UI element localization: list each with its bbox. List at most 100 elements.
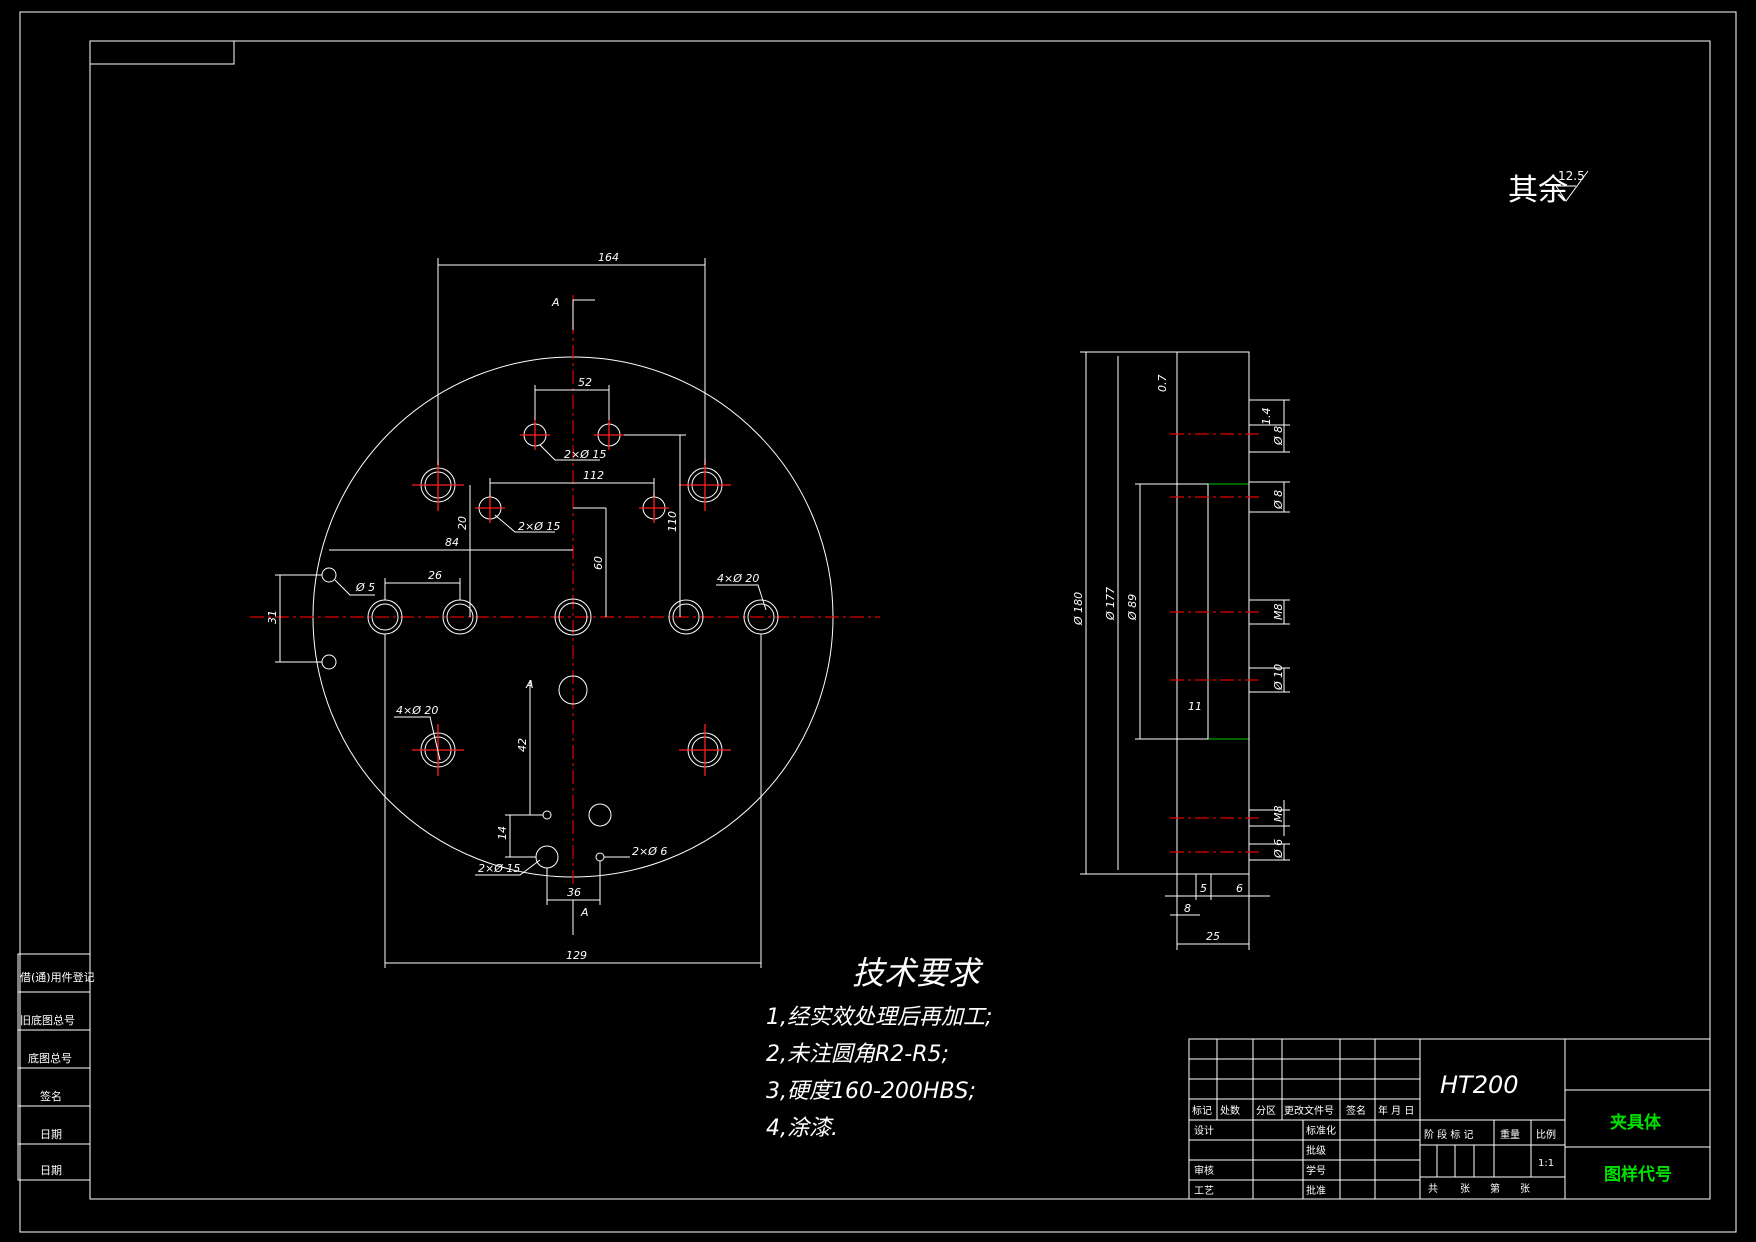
dim-8: 8 xyxy=(1184,902,1191,915)
tb-row-left: 审核 xyxy=(1194,1164,1214,1177)
scale: 1:1 xyxy=(1538,1158,1554,1169)
left-strip-row: 签名 xyxy=(40,1089,62,1103)
surface-finish-label: 其余 xyxy=(1508,173,1568,208)
left-strip-row: 底图总号 xyxy=(28,1051,72,1065)
tech-req-item: 1,经实效处理后再加工; xyxy=(766,1005,992,1030)
front-dimensions: 164 52 112 84 26 20 110 60 xyxy=(266,251,762,968)
front-callouts: 2×Ø 15 2×Ø 15 Ø 5 4×Ø 20 4×Ø 20 2×Ø 15 2… xyxy=(334,444,767,876)
dim-phi6: Ø 6 xyxy=(1272,839,1285,859)
small-hole xyxy=(321,654,337,670)
technical-requirements: 技术要求 1,经实效处理后再加工; 2,未注圆角R2-R5; 3,硬度160-2… xyxy=(766,954,992,1141)
hole-group-2x15-mid xyxy=(475,493,669,523)
dim-20: 20 xyxy=(456,516,469,530)
dim-14: 1.4 xyxy=(1260,408,1273,426)
outer-border xyxy=(19,11,1737,1233)
tech-req-item: 2,未注圆角R2-R5; xyxy=(766,1042,949,1067)
sheet-label: 张 xyxy=(1520,1183,1530,1195)
callout-2x6: 2×Ø 6 xyxy=(632,845,667,858)
inner-border xyxy=(89,40,1711,1200)
tech-req-item: 4,涂漆. xyxy=(766,1116,838,1141)
sheet-label: 共 xyxy=(1428,1183,1438,1195)
tb-row-left: 设计 xyxy=(1194,1124,1214,1137)
tb-row-mid: 标准化 xyxy=(1306,1124,1336,1137)
left-strip: 借(通)用件登记 旧底图总号 底图总号 签名 日期 日期 xyxy=(17,953,95,1181)
tb-header: 签名 xyxy=(1346,1104,1366,1117)
dim-phi8-a: Ø 8 xyxy=(1272,426,1285,446)
tb-row-mid: 学号 xyxy=(1306,1164,1326,1177)
side-right-dims: 1.4 Ø 8 Ø 8 M8 Ø 10 M8 Ø 6 0.7 xyxy=(1156,375,1290,861)
bottom-small-hole xyxy=(595,852,605,862)
tb-header: 处数 xyxy=(1220,1104,1240,1117)
tb-row-mid: 批准 xyxy=(1306,1184,1326,1197)
section-hatch-bottom xyxy=(1176,738,1250,875)
bottom-hole xyxy=(535,845,559,869)
dim-phi10: Ø 10 xyxy=(1272,664,1285,691)
section-mark-side: A xyxy=(525,678,534,691)
dim-164: 164 xyxy=(598,251,619,264)
section-mark: A xyxy=(580,906,589,919)
small-hole xyxy=(321,567,337,583)
corner-box xyxy=(89,40,235,65)
dim-phi89: Ø 89 xyxy=(1126,594,1139,621)
dim-112: 112 xyxy=(583,469,604,482)
tb-header: 标记 xyxy=(1192,1105,1212,1117)
dim-36: 36 xyxy=(567,886,581,899)
callout-2x15-bottom: 2×Ø 15 xyxy=(478,862,520,875)
tb-row-mid: 批级 xyxy=(1306,1144,1326,1157)
dim-84: 84 xyxy=(445,536,459,549)
bottom-small-hole xyxy=(542,810,552,820)
tb-stage-header: 重量 xyxy=(1500,1128,1520,1141)
surface-finish-note: 其余 12.5 xyxy=(1508,169,1589,208)
callout-o5: Ø 5 xyxy=(355,581,375,594)
roughness-symbol xyxy=(1555,170,1589,202)
dim-110: 110 xyxy=(666,511,679,532)
callout-4x20-right: 4×Ø 20 xyxy=(717,572,759,585)
dim-07: 0.7 xyxy=(1156,375,1169,393)
callout-2x15-top: 2×Ø 15 xyxy=(564,448,606,461)
front-view: A A xyxy=(250,251,880,968)
tb-stage-header: 比例 xyxy=(1536,1128,1556,1141)
dim-129: 129 xyxy=(566,949,587,962)
side-outline xyxy=(1176,351,1250,875)
surface-finish-value: 12.5 xyxy=(1558,169,1585,183)
dim-6: 6 xyxy=(1236,882,1243,895)
dim-42: 42 xyxy=(516,738,529,752)
tb-row-left: 工艺 xyxy=(1194,1185,1214,1197)
tech-req-item: 3,硬度160-200HBS; xyxy=(766,1079,976,1104)
callout-4x20-left: 4×Ø 20 xyxy=(396,704,438,717)
dim-phi180: Ø 180 xyxy=(1072,592,1085,626)
dim-25: 25 xyxy=(1206,930,1220,943)
center-hole-lower xyxy=(558,675,588,705)
left-strip-row: 借(通)用件登记 xyxy=(20,970,95,984)
section-hatch-top xyxy=(1176,351,1250,485)
dim-26: 26 xyxy=(428,569,442,582)
hole-group-4x20 xyxy=(412,459,731,776)
drawing-number: 图样代号 xyxy=(1604,1164,1672,1185)
dim-phi8-b: Ø 8 xyxy=(1272,490,1285,510)
left-strip-row: 日期 xyxy=(40,1164,62,1177)
tb-header: 分区 xyxy=(1256,1105,1276,1117)
dim-52: 52 xyxy=(578,376,592,389)
bottom-hole xyxy=(588,803,612,827)
dim-14: 14 xyxy=(496,826,509,840)
title-block: 标记 处数 分区 更改文件号 签名 年 月 日 设计 审核 工艺 标准化 批级 … xyxy=(1188,1038,1711,1200)
sheet-label: 张 xyxy=(1460,1183,1470,1195)
dim-phi177: Ø 177 xyxy=(1104,587,1117,621)
side-view: Ø 180 Ø 177 Ø 89 1.4 Ø 8 Ø 8 M8 Ø 10 M8 xyxy=(1072,351,1290,950)
sheet-label: 第 xyxy=(1490,1182,1500,1195)
material: HT200 xyxy=(1440,1071,1519,1099)
dim-m8-b: M8 xyxy=(1272,806,1285,823)
dim-5: 5 xyxy=(1200,882,1207,895)
tb-header: 年 月 日 xyxy=(1378,1104,1414,1117)
dim-31: 31 xyxy=(266,610,279,624)
tb-header: 更改文件号 xyxy=(1284,1104,1334,1117)
dim-60: 60 xyxy=(592,556,605,570)
dim-m8: M8 xyxy=(1272,604,1285,621)
left-strip-row: 旧底图总号 xyxy=(20,1013,75,1027)
callout-2x15-mid: 2×Ø 15 xyxy=(518,520,560,533)
dim-11: 11 xyxy=(1188,700,1202,713)
tb-stage-header: 阶 段 标 记 xyxy=(1424,1128,1474,1141)
tech-req-title: 技术要求 xyxy=(852,954,984,992)
left-strip-row: 日期 xyxy=(40,1128,62,1141)
